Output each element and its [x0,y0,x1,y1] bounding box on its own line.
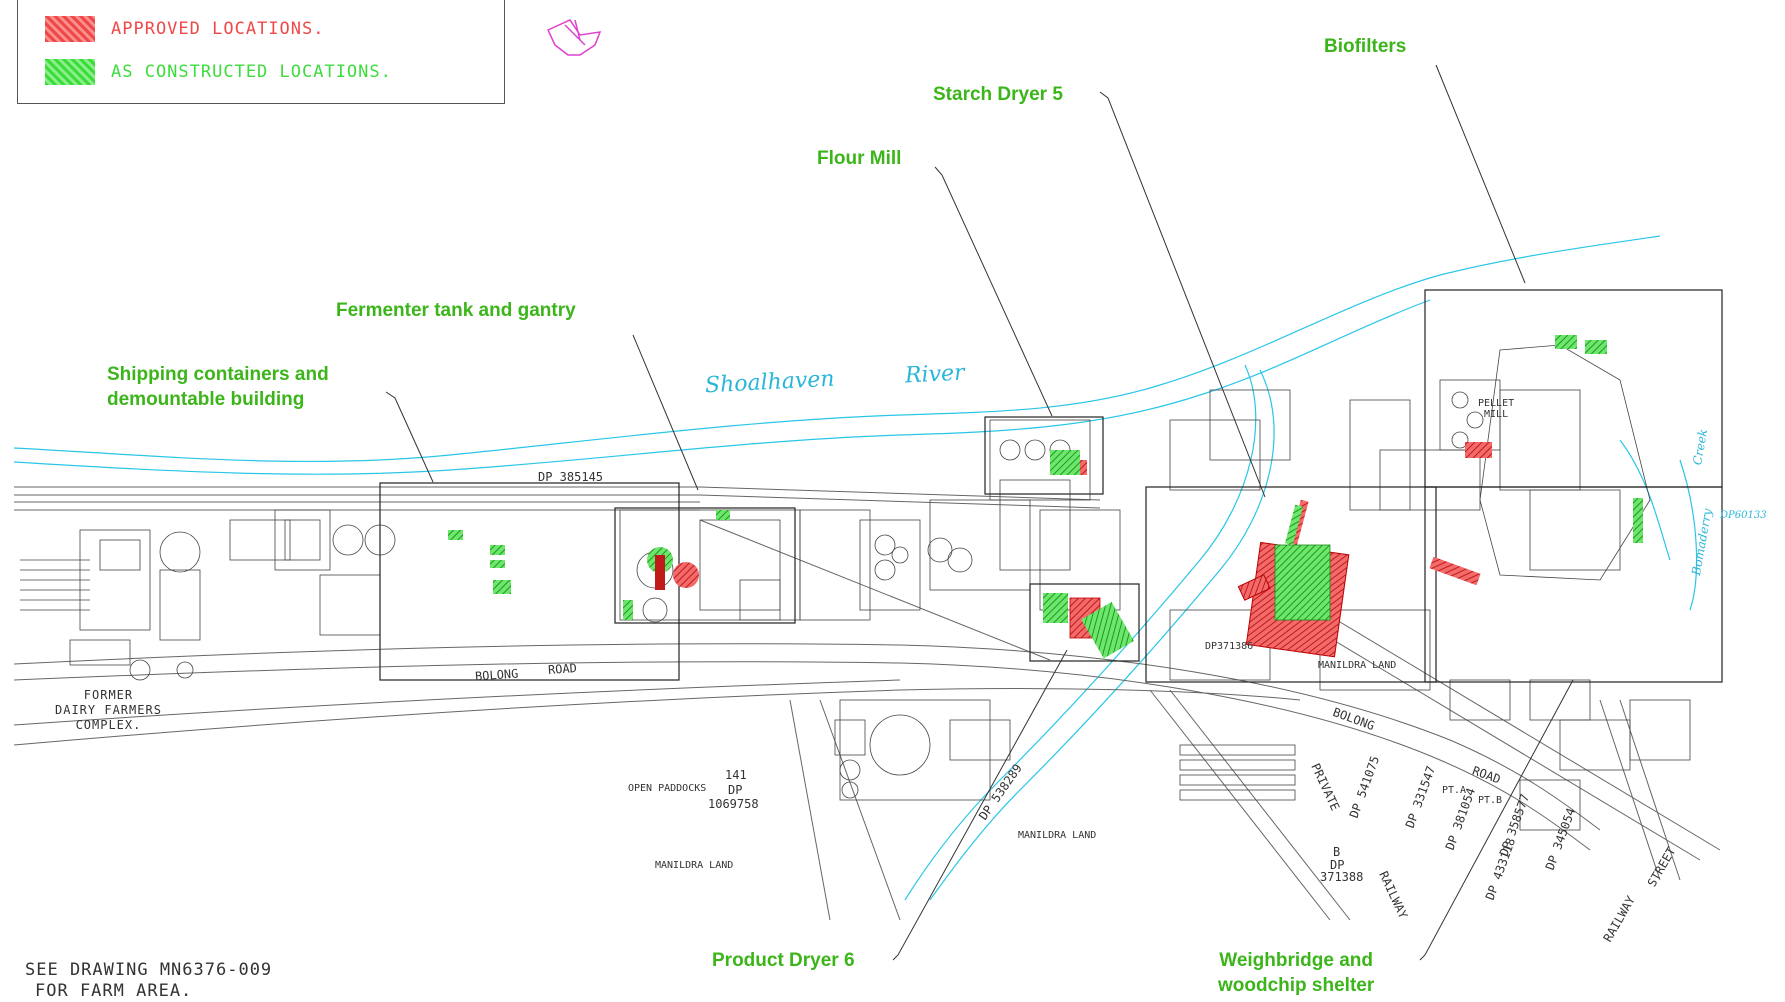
bolong-road-left-2: ROAD [547,661,578,677]
roads [13,486,1721,921]
callout-fermenter: Fermenter tank and gantry [336,300,576,321]
open-paddocks-label: OPEN PADDOCKS [628,783,707,794]
dp-371386: DP371386 [1205,641,1254,652]
dairy-complex [20,509,396,681]
constructed-swatch [45,59,95,85]
constructed-locations [448,335,1643,659]
dp-right-label: DP60133 [1720,510,1767,521]
ptb-label: PT.B [1478,795,1503,806]
former-line3: COMPLEX. [75,718,142,732]
approved-swatch [45,16,95,42]
lot-141-dp-number: 1069758 [708,797,759,811]
former-dairy-label: FORMER DAIRY FARMERS COMPLEX. [55,688,162,733]
river-banks [13,235,1698,901]
former-line1: FORMER [83,688,134,702]
callout-shipping-line1: Shipping containers and [107,364,329,385]
dp-371388-prefix: DP [1330,858,1345,872]
map-legend: APPROVED LOCATIONS. AS CONSTRUCTED LOCAT… [17,0,505,104]
manildra-land-1: MANILDRA LAND [655,860,734,871]
callout-flour-mill: Flour Mill [817,148,902,169]
callout-shipping-line2: demountable building [107,389,305,410]
b-dp-label: B [1333,845,1341,859]
callout-weighbridge-line1: Weighbridge and [1219,950,1373,971]
callout-weighbridge-line2: woodchip shelter [1218,975,1375,996]
leader-lines [385,64,1574,961]
callout-shipping: Shipping containers and demountable buil… [107,362,329,412]
pellet-mill-line2: MILL [1484,409,1509,420]
approved-locations [673,442,1492,658]
lot-141-dp: DP [728,783,743,797]
manildra-land-3: MANILDRA LAND [1318,660,1397,671]
former-line2: DAIRY FARMERS [55,703,162,717]
callout-product-dryer: Product Dryer 6 [712,950,855,971]
lot-141-label: 141 [725,768,747,782]
see-drawing-line2: FOR FARM AREA. [35,981,193,1001]
legend-approved: APPROVED LOCATIONS. [45,16,324,42]
pellet-mill-line1: PELLET [1478,398,1515,409]
callout-weighbridge: Weighbridge and woodchip shelter [1218,948,1374,998]
legend-constructed-label: AS CONSTRUCTED LOCATIONS. [111,62,392,82]
legend-constructed: AS CONSTRUCTED LOCATIONS. [45,59,392,85]
callout-biofilters: Biofilters [1324,36,1407,57]
dp-385145: DP 385145 [538,470,604,484]
see-drawing-line1: SEE DRAWING MN6376-009 [25,960,273,980]
legend-approved-label: APPROVED LOCATIONS. [111,19,325,39]
callout-starch-dryer: Starch Dryer 5 [933,84,1063,105]
pta-label: PT.A [1442,785,1467,796]
pellet-mill-label: PELLET MILL [1478,398,1514,420]
river-name-2: River [904,360,966,389]
central-plant [619,344,1691,831]
north-arrow-icon [547,19,602,56]
site-frames [379,289,1723,683]
dp-371388: 371388 [1320,870,1364,884]
manildra-land-2: MANILDRA LAND [1018,830,1097,841]
see-drawing-note: SEE DRAWING MN6376-009 FOR FARM AREA. [25,960,272,1002]
